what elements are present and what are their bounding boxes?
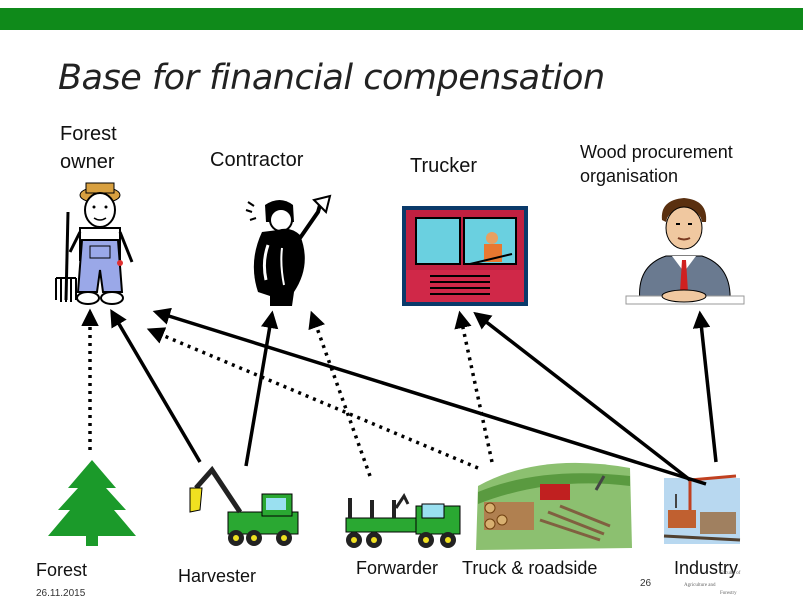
trucker-icon bbox=[402, 206, 528, 306]
label-forest-owner-line1: Forest bbox=[60, 123, 117, 145]
label-industry: Industry bbox=[674, 558, 739, 578]
arrow-industry-to-wood-org bbox=[692, 310, 718, 463]
label-wood-line2: organisation bbox=[580, 166, 679, 186]
dotted-arrow-roadside-to-trucker bbox=[454, 310, 494, 463]
svg-text:Faculty of: Faculty of bbox=[720, 571, 741, 576]
slide-title: Base for financial compensation bbox=[58, 58, 605, 98]
industry-icon bbox=[663, 474, 741, 544]
harvester-icon bbox=[189, 465, 299, 546]
label-forwarder: Forwarder bbox=[356, 558, 439, 578]
arrow-industry-to-trucker bbox=[473, 311, 692, 482]
page-number: 26 bbox=[640, 578, 652, 589]
label-contractor: Contractor bbox=[210, 149, 304, 171]
label-wood-line1: Wood procurement bbox=[580, 142, 733, 162]
label-truck-roadside: Truck & roadside bbox=[462, 558, 598, 578]
contractor-icon bbox=[245, 194, 332, 306]
label-forest-owner-line2: owner bbox=[60, 151, 115, 173]
label-trucker: Trucker bbox=[410, 155, 478, 177]
svg-text:Forestry: Forestry bbox=[720, 591, 737, 596]
farmer-icon bbox=[55, 182, 134, 305]
label-wood-procurement: Wood procurement organisation bbox=[580, 140, 733, 188]
truck-roadside-icon bbox=[476, 462, 632, 550]
footer-date: 26.11.2015 bbox=[36, 588, 86, 599]
dotted-arrow-roadside-to-forest-owner bbox=[146, 327, 479, 470]
businessman-icon bbox=[625, 198, 745, 305]
forwarder-icon bbox=[345, 493, 461, 548]
dotted-arrows bbox=[81, 308, 494, 477]
arrow-harvester-to-contractor bbox=[244, 310, 279, 467]
label-forest-owner: Forest owner bbox=[60, 120, 117, 176]
faculty-logo: Faculty of Agriculture and Forestry bbox=[684, 571, 741, 596]
svg-text:Agriculture and: Agriculture and bbox=[684, 583, 716, 588]
arrow-industry-to-forest-owner bbox=[152, 307, 707, 486]
dotted-arrow-forwarder-to-contractor bbox=[308, 310, 372, 477]
solid-arrows bbox=[110, 307, 718, 486]
label-forest: Forest bbox=[36, 560, 88, 580]
arrow-harvester-to-forest-owner bbox=[110, 308, 202, 463]
label-harvester: Harvester bbox=[178, 566, 257, 586]
tree-icon bbox=[48, 460, 136, 546]
top-green-bar bbox=[0, 8, 803, 30]
